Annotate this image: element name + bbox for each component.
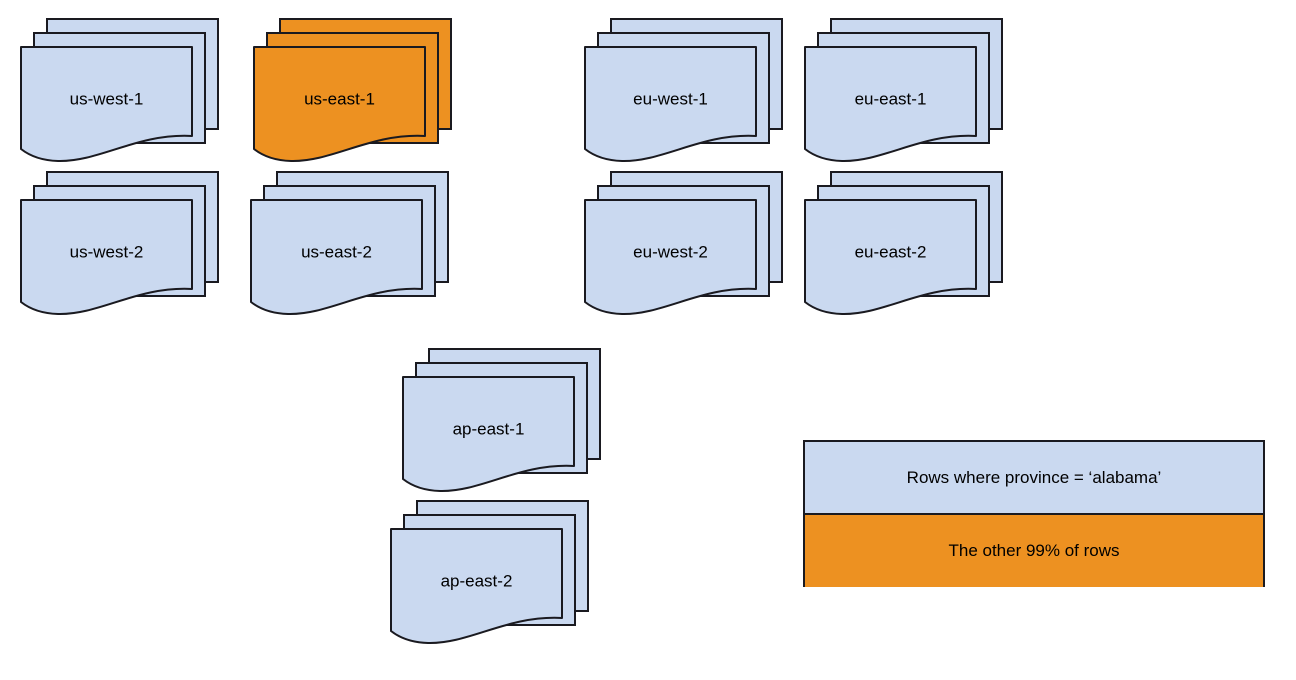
document-sheet-front: eu-west-1 (584, 46, 757, 163)
legend-other-label: The other 99% of rows (948, 541, 1120, 560)
legend-other: The other 99% of rows (805, 515, 1263, 587)
document-stack-us-west-1[interactable]: us-west-1 (20, 18, 223, 168)
document-sheet-front: us-east-1 (253, 46, 426, 163)
document-sheet-front: eu-east-2 (804, 199, 977, 316)
document-sheet-front: us-west-2 (20, 199, 193, 316)
document-stack-eu-east-1[interactable]: eu-east-1 (804, 18, 1007, 168)
legend: Rows where province = ‘alabama’ The other… (803, 440, 1265, 587)
document-stack-eu-west-1[interactable]: eu-west-1 (584, 18, 787, 168)
document-stack-label: us-east-1 (304, 89, 375, 108)
document-stack-ap-east-1[interactable]: ap-east-1 (402, 348, 605, 498)
document-stack-label: eu-east-2 (855, 242, 927, 261)
document-stack-label: us-west-2 (70, 242, 144, 261)
legend-matching-label: Rows where province = ‘alabama’ (906, 467, 1162, 487)
document-stack-label: eu-west-1 (633, 89, 708, 108)
document-stack-label: ap-east-2 (441, 571, 513, 590)
document-sheet-front: us-east-2 (250, 199, 423, 316)
document-stack-us-east-1[interactable]: us-east-1 (253, 18, 456, 168)
document-sheet-front: us-west-1 (20, 46, 193, 163)
document-stack-eu-west-2[interactable]: eu-west-2 (584, 171, 787, 321)
document-sheet-front: ap-east-1 (402, 376, 575, 493)
document-stack-label: eu-west-2 (633, 242, 708, 261)
document-stack-ap-east-2[interactable]: ap-east-2 (390, 500, 593, 650)
document-stack-label: ap-east-1 (453, 419, 525, 438)
document-stack-us-west-2[interactable]: us-west-2 (20, 171, 223, 321)
legend-matching: Rows where province = ‘alabama’ (805, 442, 1263, 515)
document-sheet-front: eu-east-1 (804, 46, 977, 163)
document-stack-label: us-west-1 (70, 89, 144, 108)
document-sheet-front: eu-west-2 (584, 199, 757, 316)
document-sheet-front: ap-east-2 (390, 528, 563, 645)
document-stack-us-east-2[interactable]: us-east-2 (250, 171, 453, 321)
document-stack-label: eu-east-1 (855, 89, 927, 108)
document-stack-label: us-east-2 (301, 242, 372, 261)
document-stack-eu-east-2[interactable]: eu-east-2 (804, 171, 1007, 321)
